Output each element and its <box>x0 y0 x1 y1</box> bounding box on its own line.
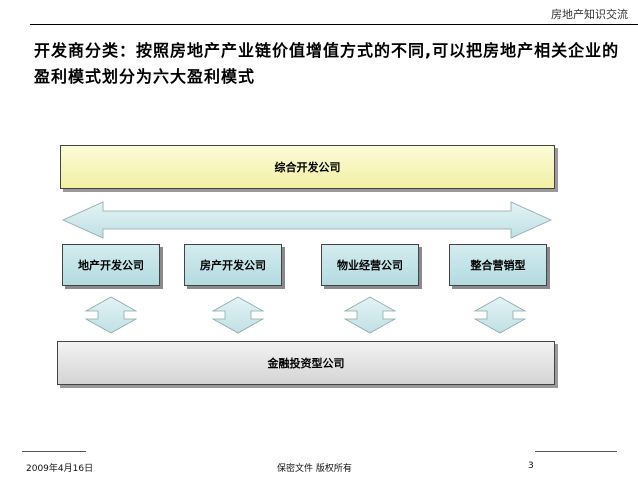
top-box-label: 综合开发公司 <box>274 161 341 174</box>
footer-confidential: 保密文件 版权所有 <box>277 464 352 474</box>
footer-rule-left <box>22 451 86 452</box>
vertical-arrow-1 <box>84 296 138 334</box>
middle-box-housing-dev: 房产开发公司 <box>184 244 282 286</box>
header-text: 房地产知识交流 <box>551 8 628 21</box>
slide-title: 开发商分类：按照房地产产业链价值增值方式的不同,可以把房地产相关企业的盈利模式划… <box>34 41 620 86</box>
vertical-arrow-3 <box>343 296 397 334</box>
footer-date: 2009年4月16日 <box>26 464 94 474</box>
top-box: 综合开发公司 <box>60 145 555 189</box>
footer-rule-right <box>535 451 617 452</box>
middle-box-label: 整合营销型 <box>470 259 526 272</box>
middle-box-label: 地产开发公司 <box>78 259 144 272</box>
page-number: 3 <box>528 461 534 471</box>
middle-box-property-ops: 物业经营公司 <box>321 244 419 286</box>
middle-box-label: 房产开发公司 <box>200 259 266 272</box>
header-rule <box>30 24 638 25</box>
middle-box-land-dev: 地产开发公司 <box>62 244 160 286</box>
horizontal-double-arrow <box>62 201 552 239</box>
vertical-arrow-4 <box>473 296 527 334</box>
vertical-arrow-2 <box>211 296 265 334</box>
middle-box-integrated-marketing: 整合营销型 <box>449 244 547 286</box>
bottom-box-label: 金融投资型公司 <box>267 357 345 370</box>
bottom-box: 金融投资型公司 <box>57 341 555 385</box>
middle-box-label: 物业经营公司 <box>337 259 403 272</box>
